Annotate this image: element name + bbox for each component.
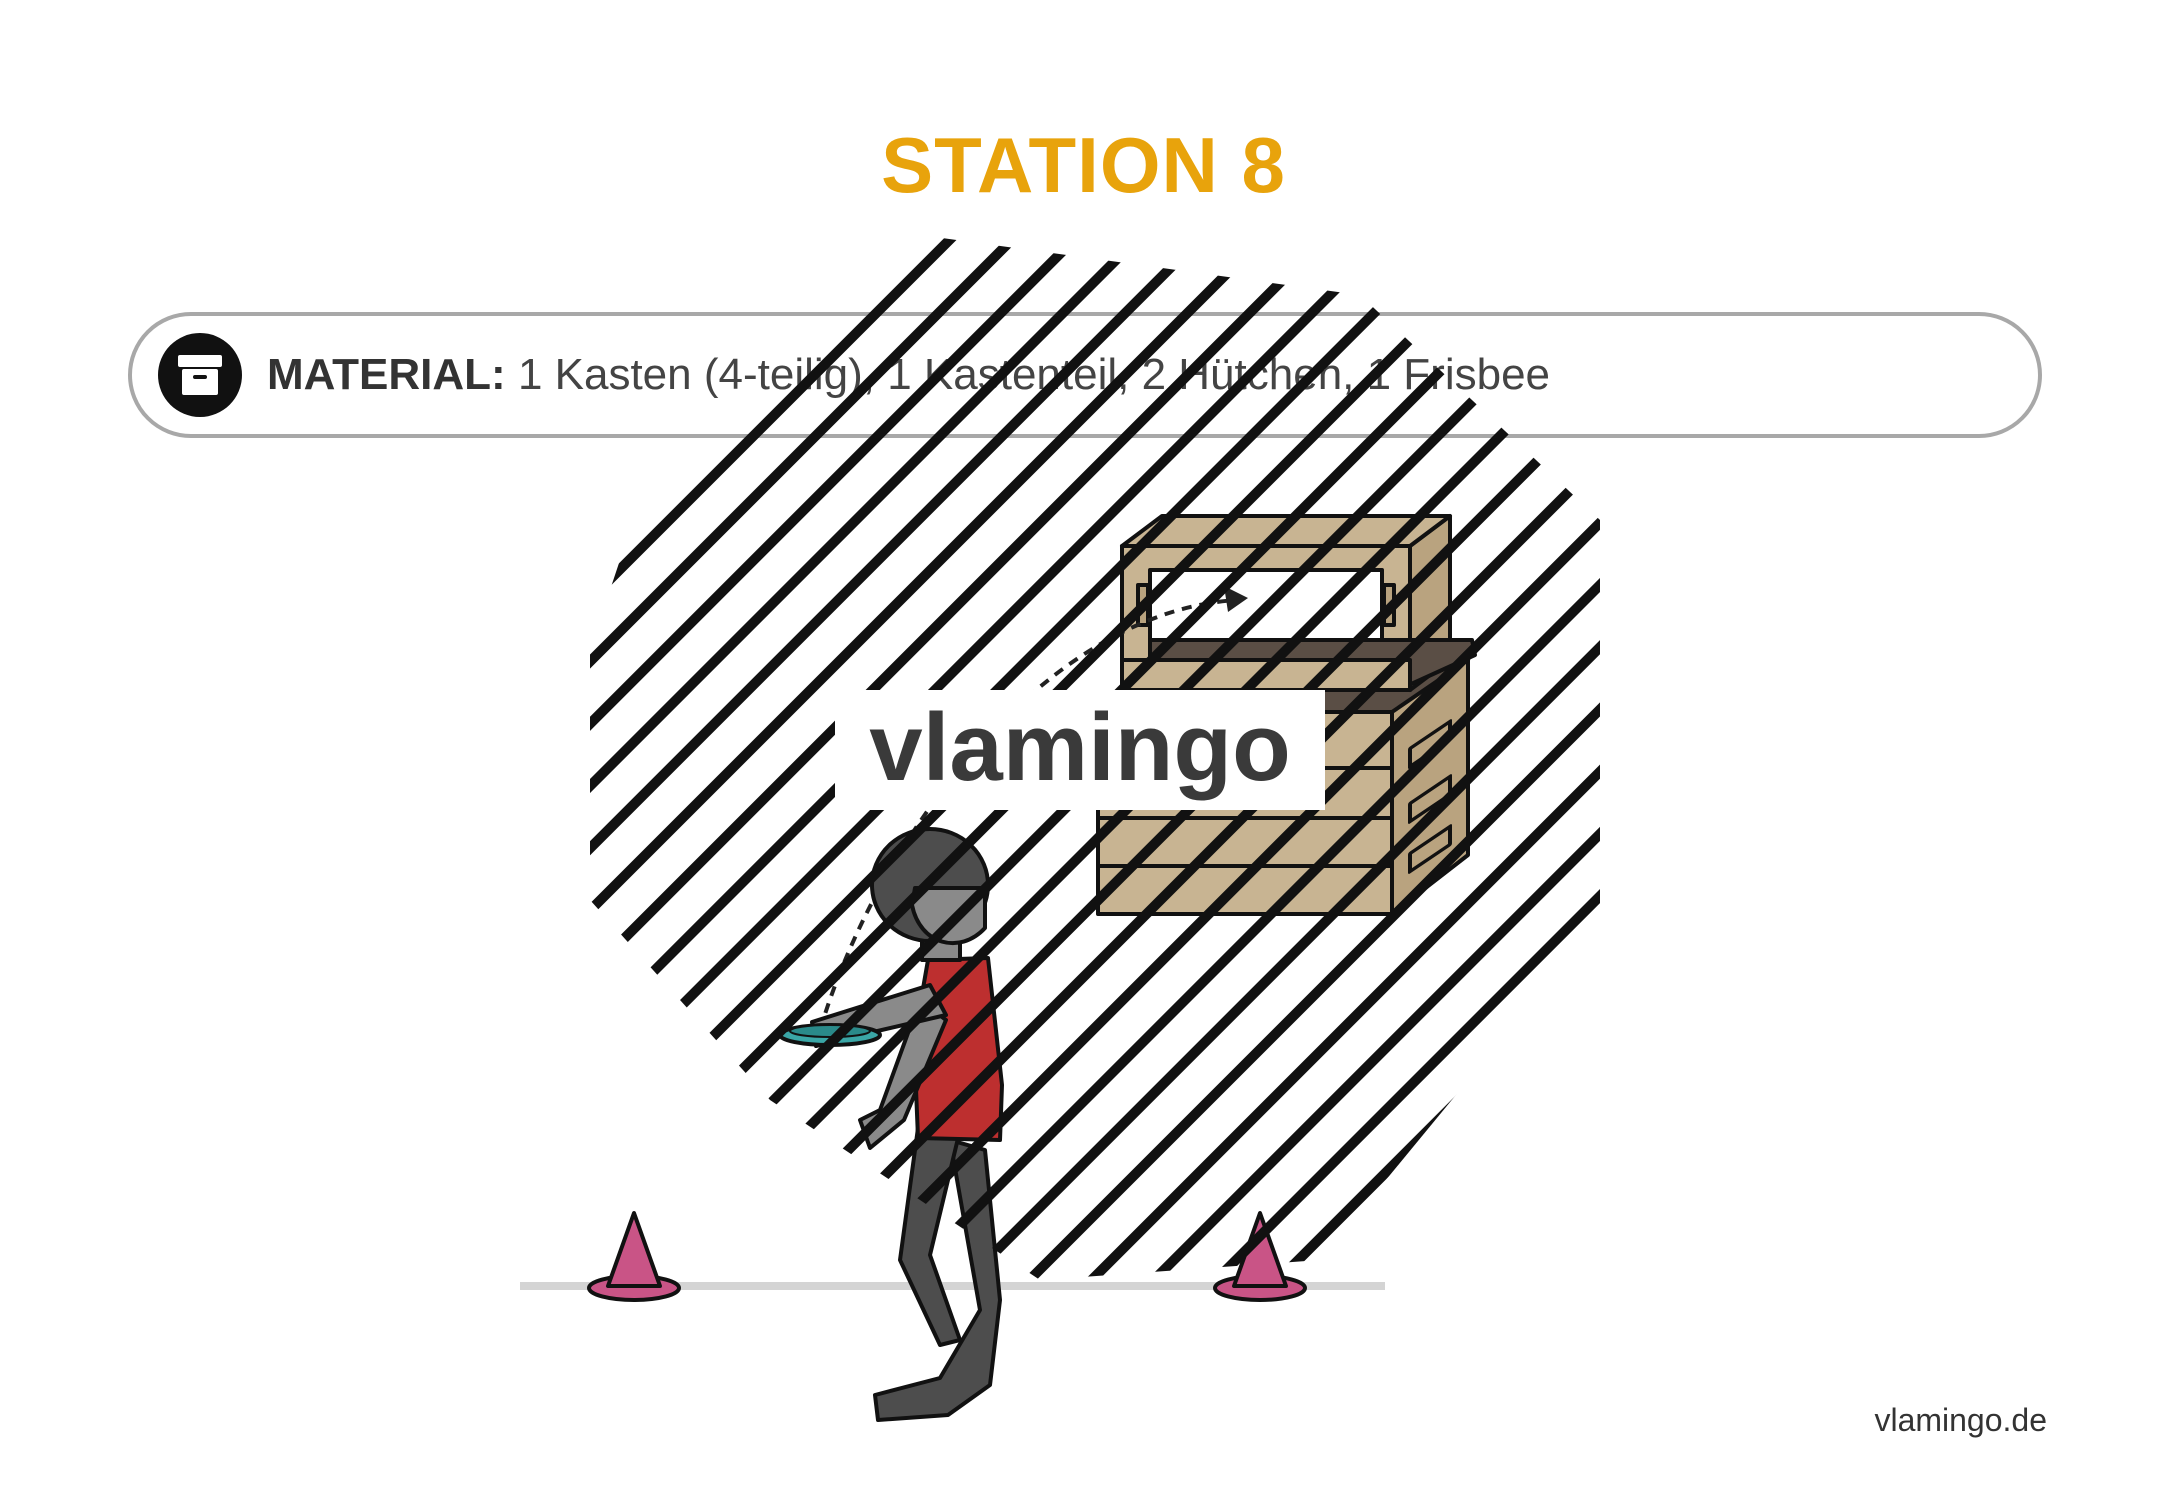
archive-box-icon: [158, 333, 242, 417]
page-title: STATION 8: [881, 121, 1286, 209]
material-label: MATERIAL:: [267, 350, 506, 399]
cone-left: [587, 1211, 681, 1302]
footer-site: vlamingo.de: [1874, 1402, 2047, 1438]
watermark-logo: vlamingo: [869, 694, 1290, 801]
watermark-backing: [835, 690, 1325, 810]
